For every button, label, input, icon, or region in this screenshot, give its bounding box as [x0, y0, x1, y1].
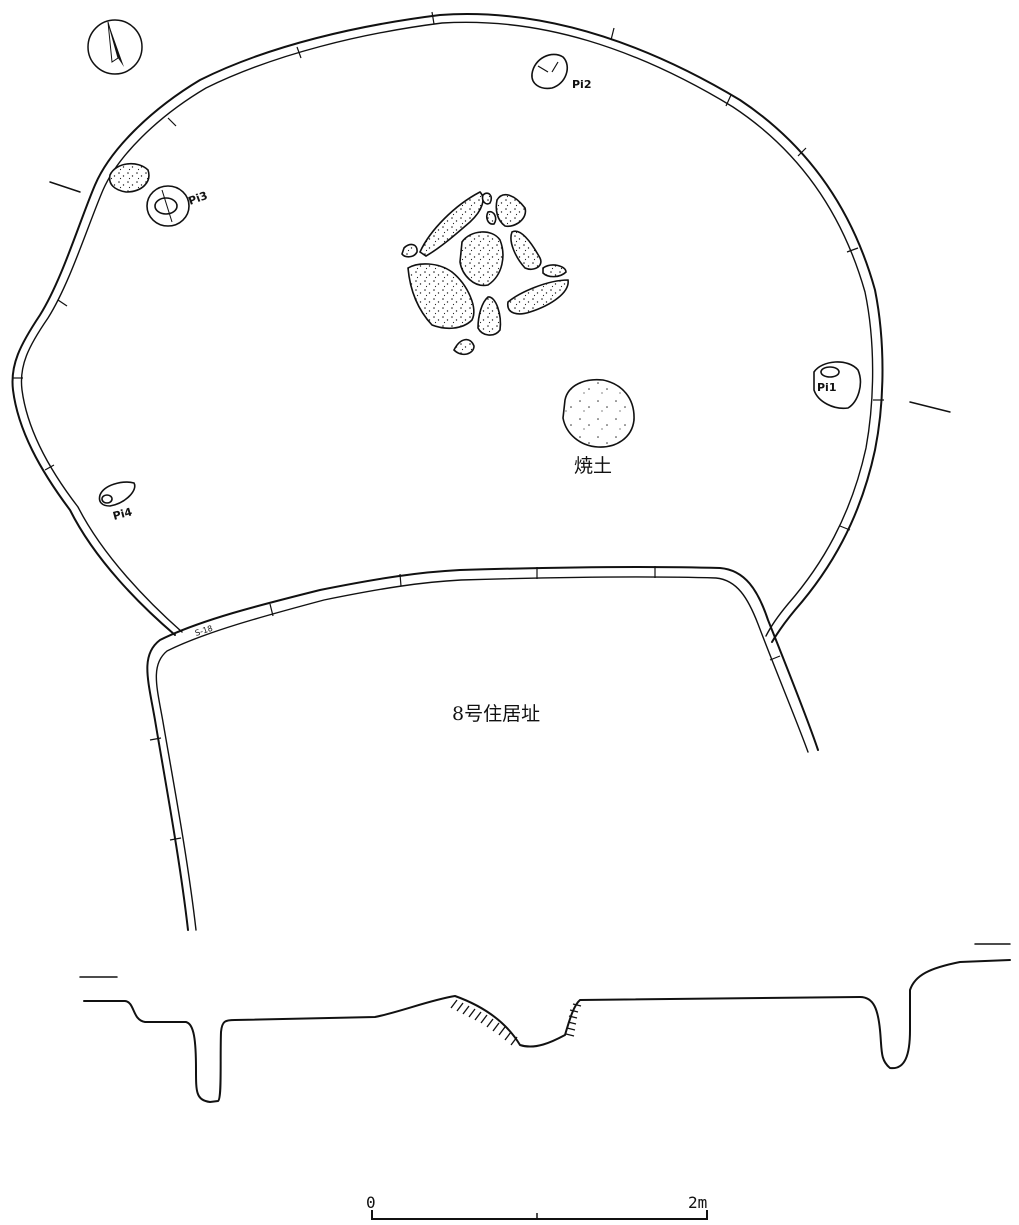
pit-label-pi2: Pi2	[572, 78, 592, 91]
hearth-stone	[481, 192, 493, 205]
hearth-stone	[407, 263, 475, 330]
scale-end-label: 2m	[688, 1193, 707, 1212]
hearth-stone	[401, 243, 418, 258]
burnt-soil-area: 焼土	[562, 378, 635, 477]
post-hole-pi2: Pi2	[531, 53, 592, 91]
dwelling-pit-outline	[11, 11, 951, 643]
dwelling-8-outline: S-18	[146, 565, 819, 931]
hearth-stone	[486, 210, 497, 225]
hearth-stone	[459, 231, 504, 287]
hearth-stone	[418, 191, 484, 257]
pit-label-pi4: Pi4	[111, 505, 134, 523]
hearth-stone	[453, 338, 475, 356]
scale-start-label: 0	[366, 1193, 376, 1212]
hearth-stone	[507, 279, 569, 315]
pit-label-pi1: Pi1	[817, 381, 837, 394]
post-hole-pi3: Pi3	[108, 162, 210, 227]
hearth-stone	[477, 296, 502, 336]
pit-label-pi3: Pi3	[187, 189, 210, 208]
dwelling-8-label: 8号住居址	[452, 703, 540, 725]
cross-section-profile	[79, 943, 1011, 1103]
burnt-soil-label: 焼土	[574, 455, 612, 477]
hearth-stone	[510, 230, 542, 271]
north-arrow-icon	[87, 19, 143, 75]
post-hole-pi4: Pi4	[98, 481, 136, 523]
hearth-stones	[401, 191, 569, 356]
hearth-stone	[542, 264, 567, 278]
hearth-stone	[495, 193, 527, 228]
scale-bar: 0 2m	[366, 1193, 708, 1220]
post-hole-pi1: Pi1	[813, 361, 862, 410]
